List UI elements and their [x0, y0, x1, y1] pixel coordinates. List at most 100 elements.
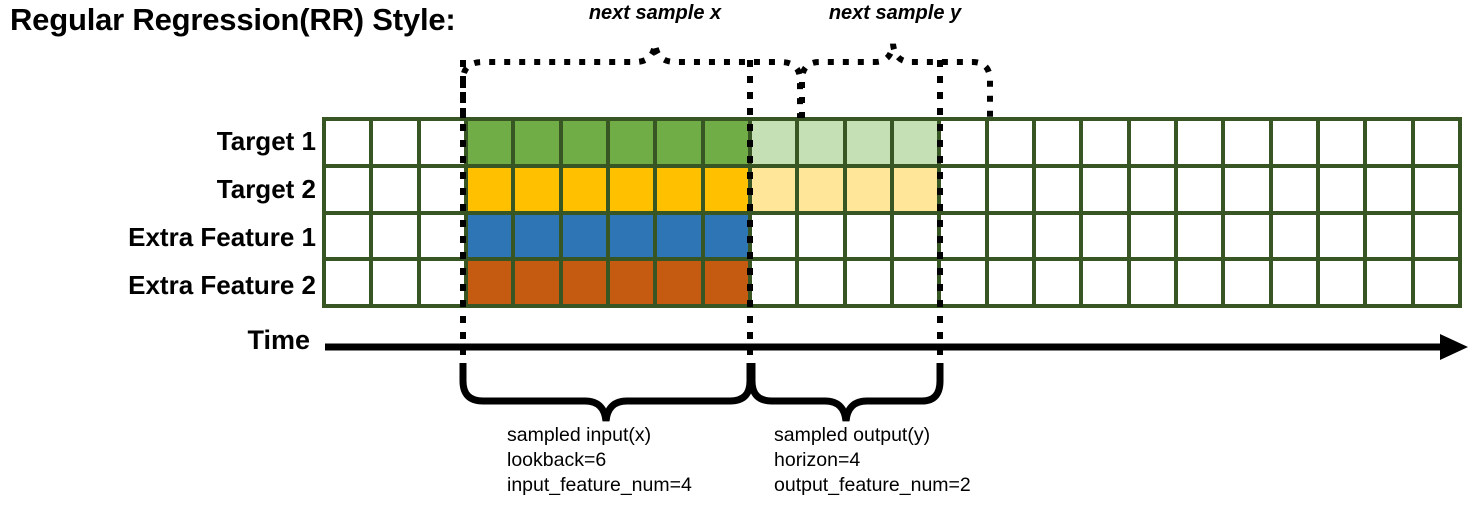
grid-cell[interactable]	[1225, 121, 1269, 164]
grid-cell[interactable]	[562, 167, 606, 211]
grid-cell[interactable]	[420, 167, 464, 211]
grid-cell[interactable]	[609, 261, 654, 304]
grid-cell[interactable]	[1319, 121, 1364, 164]
next-sample-x-label: next sample x	[588, 2, 722, 24]
grid-cell[interactable]	[562, 214, 606, 258]
grid-cell[interactable]	[846, 214, 890, 258]
grid-cell[interactable]	[1414, 167, 1458, 211]
grid-cell[interactable]	[751, 214, 796, 258]
grid-cell[interactable]	[609, 214, 654, 258]
grid-cell[interactable]	[420, 261, 464, 304]
grid-cell[interactable]	[562, 261, 606, 304]
grid-cell[interactable]	[941, 214, 985, 258]
grid-cell[interactable]	[1177, 214, 1222, 258]
grid-cell[interactable]	[515, 261, 559, 304]
grid-cell[interactable]	[467, 261, 512, 304]
grid-cell[interactable]	[799, 214, 843, 258]
grid-cell[interactable]	[515, 121, 559, 164]
grid-cell[interactable]	[1367, 121, 1411, 164]
grid-cell[interactable]	[1272, 121, 1316, 164]
grid-cell[interactable]	[1367, 261, 1411, 304]
grid-cell[interactable]	[467, 167, 512, 211]
grid-cell[interactable]	[373, 167, 417, 211]
grid-cell[interactable]	[1367, 167, 1411, 211]
grid-cell[interactable]	[1177, 167, 1222, 211]
grid-cell[interactable]	[1225, 214, 1269, 258]
grid-cell[interactable]	[373, 214, 417, 258]
grid-cell[interactable]	[1414, 214, 1458, 258]
grid-cell[interactable]	[657, 167, 701, 211]
grid-cell[interactable]	[1319, 261, 1364, 304]
grid-cell[interactable]	[467, 121, 512, 164]
grid-cell[interactable]	[1272, 167, 1316, 211]
grid-cell[interactable]	[1225, 167, 1269, 211]
grid-cell[interactable]	[326, 167, 370, 211]
grid-cell[interactable]	[609, 121, 654, 164]
grid-cell[interactable]	[657, 261, 701, 304]
grid-cell[interactable]	[941, 167, 985, 211]
grid-cell[interactable]	[988, 167, 1032, 211]
grid-cell[interactable]	[893, 121, 938, 164]
grid-cell[interactable]	[1414, 261, 1458, 304]
grid-cell[interactable]	[1083, 167, 1127, 211]
grid-cell[interactable]	[1225, 261, 1269, 304]
grid-cell[interactable]	[988, 261, 1032, 304]
grid-cell[interactable]	[1272, 261, 1316, 304]
grid-cell[interactable]	[1177, 121, 1222, 164]
grid-cell[interactable]	[751, 167, 796, 211]
grid-cell[interactable]	[846, 121, 890, 164]
grid-cell[interactable]	[326, 214, 370, 258]
grid-cell[interactable]	[326, 121, 370, 164]
grid-cell[interactable]	[515, 214, 559, 258]
grid-cell[interactable]	[893, 214, 938, 258]
grid-cell[interactable]	[799, 261, 843, 304]
grid-cell[interactable]	[1130, 214, 1174, 258]
grid-cell[interactable]	[704, 121, 748, 164]
grid-cell[interactable]	[1083, 261, 1127, 304]
grid-cell[interactable]	[326, 261, 370, 304]
grid-cell[interactable]	[1319, 214, 1364, 258]
grid-cell[interactable]	[1035, 214, 1080, 258]
grid-cell[interactable]	[467, 214, 512, 258]
grid-cell[interactable]	[704, 261, 748, 304]
grid-cell[interactable]	[420, 214, 464, 258]
grid-cell[interactable]	[1130, 261, 1174, 304]
grid-cell[interactable]	[1035, 167, 1080, 211]
grid-cell[interactable]	[1414, 121, 1458, 164]
grid-cell[interactable]	[1319, 167, 1364, 211]
grid-cell[interactable]	[988, 121, 1032, 164]
grid-cell[interactable]	[373, 261, 417, 304]
grid-cell[interactable]	[1035, 121, 1080, 164]
grid-cell[interactable]	[941, 121, 985, 164]
grid-cell[interactable]	[1130, 121, 1174, 164]
sampled-input-line-3: input_feature_num=4	[507, 474, 692, 496]
grid-cell[interactable]	[609, 167, 654, 211]
grid-cell[interactable]	[657, 214, 701, 258]
grid-cell[interactable]	[1130, 167, 1174, 211]
grid-cell[interactable]	[1272, 214, 1316, 258]
grid-cell[interactable]	[704, 167, 748, 211]
row-label-extra-feature-2: Extra Feature 2	[128, 270, 316, 300]
grid-cell[interactable]	[893, 167, 938, 211]
grid-cell[interactable]	[562, 121, 606, 164]
grid-cell[interactable]	[799, 167, 843, 211]
grid-cell[interactable]	[751, 121, 796, 164]
grid-cell[interactable]	[941, 261, 985, 304]
grid-cell[interactable]	[846, 261, 890, 304]
grid-cell[interactable]	[1083, 121, 1127, 164]
grid-cell[interactable]	[704, 214, 748, 258]
grid-cell[interactable]	[988, 214, 1032, 258]
grid-cell[interactable]	[799, 121, 843, 164]
grid-cell[interactable]	[420, 121, 464, 164]
grid-cell[interactable]	[373, 121, 417, 164]
grid-cell[interactable]	[893, 261, 938, 304]
grid-cell[interactable]	[751, 261, 796, 304]
grid-cell[interactable]	[1177, 261, 1222, 304]
grid-cell[interactable]	[846, 167, 890, 211]
grid-cell[interactable]	[657, 121, 701, 164]
grid-cell[interactable]	[1083, 214, 1127, 258]
grid-cell[interactable]	[1367, 214, 1411, 258]
grid-cell[interactable]	[515, 167, 559, 211]
grid-cell[interactable]	[1035, 261, 1080, 304]
